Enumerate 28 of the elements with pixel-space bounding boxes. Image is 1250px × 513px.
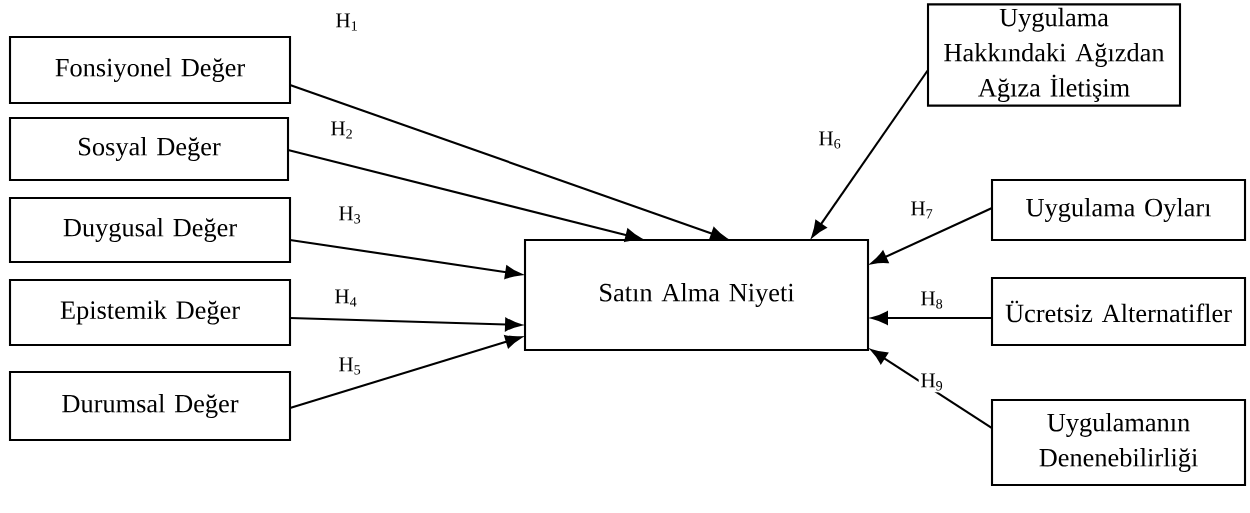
edge-label: H$_{2}$ (328, 119, 356, 141)
edge-label: H$_{6}$ (816, 129, 844, 151)
text-box: Uygulama Oyları (990, 178, 1247, 242)
text-box: Sosyal Değer (8, 116, 290, 182)
arrow (870, 349, 993, 429)
arrow (287, 148, 642, 242)
arrow (870, 207, 993, 265)
text-box: Epistemik Değer (8, 278, 292, 347)
edge-label: H$_{4}$ (332, 287, 360, 309)
text-box: Uygulamanın Denenebilirliği (990, 398, 1247, 487)
arrow (871, 311, 992, 325)
arrow (289, 84, 728, 241)
arrow (289, 335, 522, 410)
arrow (811, 69, 929, 238)
text-box: Ücretsiz Alternatifler (990, 276, 1247, 347)
edge-label: H$_{7}$ (908, 199, 936, 221)
text-box: Durumsal Değer (8, 370, 292, 442)
edge-label: H$_{9}$ (918, 371, 946, 393)
edge-label: H$_{3}$ (336, 204, 364, 226)
text-box: Fonsiyonel Değer (8, 35, 292, 105)
edge-label: H$_{8}$ (918, 289, 946, 311)
text-box: Satın Alma Niyeti (523, 238, 870, 352)
arrow (289, 238, 522, 279)
edge-label: H$_{5}$ (336, 355, 364, 377)
text-box: Duygusal Değer (8, 196, 292, 264)
edge-label: H$_{1}$ (333, 11, 361, 33)
text-box: Uygulama Hakkındaki Ağızdan Ağıza İletişim (926, 3, 1182, 107)
arrow (289, 316, 522, 332)
